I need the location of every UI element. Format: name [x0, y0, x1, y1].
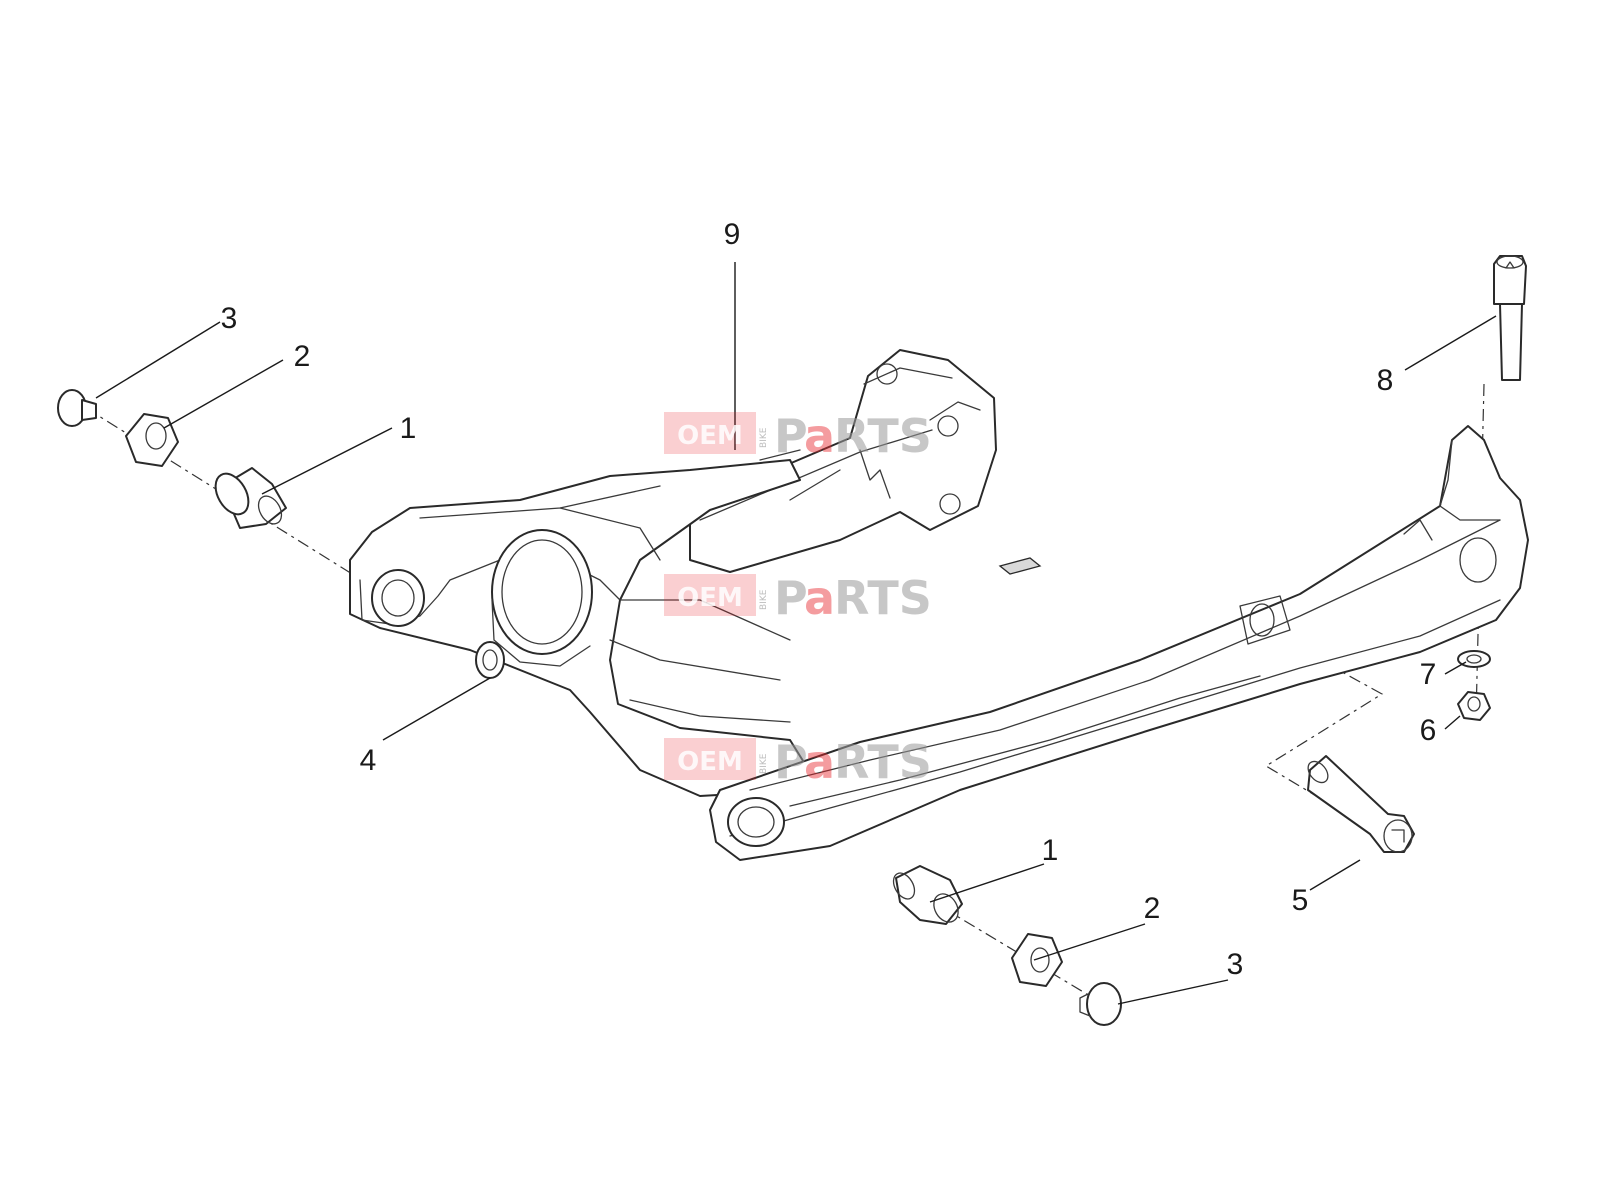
callout-2-bottom: 2 — [1144, 892, 1161, 925]
watermark-a: a — [804, 409, 835, 463]
callout-3-bottom: 3 — [1227, 948, 1244, 981]
callout-1-bottom: 1 — [1042, 834, 1059, 867]
bushing-left — [214, 467, 287, 529]
watermark-oem: OEM — [677, 583, 743, 613]
watermark-rts: RTS — [834, 409, 932, 463]
washer — [475, 641, 505, 679]
leader-lines — [95, 262, 1497, 1005]
watermark-p: P — [774, 409, 808, 463]
callout-6: 6 — [1420, 714, 1437, 747]
watermark-middle: OEM BIKE P a RTS — [664, 571, 932, 625]
watermark-p: P — [774, 571, 808, 625]
bushing-right — [892, 865, 963, 925]
watermark-bike: BIKE — [759, 427, 769, 448]
small-nut — [1457, 691, 1491, 721]
watermark-oem: OEM — [677, 421, 743, 451]
callout-3-left: 3 — [221, 302, 238, 335]
watermark-p: P — [774, 735, 808, 789]
callout-5: 5 — [1292, 884, 1309, 917]
callout-7: 7 — [1420, 658, 1437, 691]
callout-8: 8 — [1377, 364, 1394, 397]
socket-bolt — [1493, 255, 1527, 381]
watermark-oem: OEM — [677, 747, 743, 777]
callout-9: 9 — [724, 218, 741, 251]
callout-4: 4 — [360, 744, 377, 777]
watermark-bike: BIKE — [759, 753, 769, 774]
swingarm — [349, 349, 1529, 861]
nut-left — [125, 413, 179, 467]
watermark-a: a — [804, 571, 835, 625]
nut-right — [1011, 933, 1063, 987]
small-washer — [1457, 650, 1491, 668]
watermark-a: a — [804, 735, 835, 789]
pivot-pin — [1307, 755, 1415, 853]
cap-right — [1079, 982, 1122, 1026]
callout-1-left: 1 — [400, 412, 417, 445]
watermark-rts: RTS — [834, 571, 932, 625]
cap-left — [57, 389, 97, 427]
callout-2-left: 2 — [294, 340, 311, 373]
watermark-top: OEM BIKE P a RTS — [664, 409, 932, 463]
watermark-bottom: OEM BIKE P a RTS — [664, 735, 932, 789]
watermark-bike: BIKE — [759, 589, 769, 610]
watermark-rts: RTS — [834, 735, 932, 789]
callout-labels: 3 2 1 4 9 8 7 6 5 1 2 3 — [221, 218, 1437, 981]
